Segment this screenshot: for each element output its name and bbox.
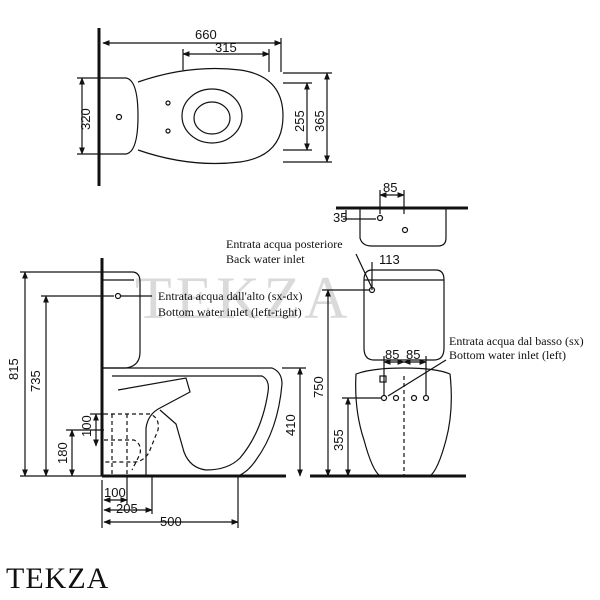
dim-180: 180 [55,442,70,464]
top-view [77,28,332,186]
inlet-hole [115,113,123,121]
dim-410: 410 [283,414,298,436]
outlet-wall-dashed [104,439,141,471]
dim-100-horizontal: 100 [104,485,126,500]
seat-fixing-hole [165,128,171,134]
dim-85: 85 [383,180,397,195]
fixing-hole [410,394,418,402]
trap-way [117,377,191,476]
seat-fixing-hole [165,100,171,106]
inlet-hole [401,226,409,234]
inlet-hole [376,214,384,222]
outlet-floor-dashed [104,413,159,463]
dim-113: 113 [379,252,400,267]
fixing-hole [380,394,388,402]
seat-rim [181,88,243,144]
tank-outline [102,271,141,369]
note-bottom-inlet-en: Bottom water inlet (left) [449,348,566,362]
side-view [20,258,306,528]
fixing-hole [392,394,400,402]
tank-outline [363,269,445,361]
brand-logo-text: TEKZA [6,562,110,595]
dim-815: 815 [6,358,21,380]
dim-365: 365 [312,110,327,132]
dim-500: 500 [160,514,182,529]
dim-750: 750 [311,376,326,398]
dim-320: 320 [78,108,93,130]
tank-outline [99,77,139,155]
inlet-view [336,190,468,247]
dim-660: 660 [195,27,217,42]
fixing-hole [422,394,430,402]
bowl-inner [112,375,269,471]
dim-315: 315 [215,40,237,55]
dim-355: 355 [331,429,346,451]
front-view [310,253,466,478]
dim-85-right: 85 [406,347,420,362]
note-top-inlet-it: Entrata acqua dall'alto (sx-dx) [158,289,302,303]
dim-205: 205 [116,501,138,516]
note-back-inlet-en: Back water inlet [226,252,305,266]
bottom-inlet [379,375,387,383]
watermark: TEKZA [135,265,352,331]
note-bottom-inlet-it: Entrata acqua dal basso (sx) [449,334,584,348]
note-top-inlet-en: Bottom water inlet (left-right) [158,305,302,319]
dim-100-vertical: 100 [79,415,94,437]
bowl-outline [102,367,283,477]
note-back-inlet-it: Entrata acqua posteriore [226,237,343,251]
dim-735: 735 [28,370,43,392]
tank-section [359,208,447,247]
bowl-outline [137,67,284,165]
dim-85-left: 85 [385,347,399,362]
bowl-body [355,367,452,477]
bowl-opening [193,101,231,135]
dim-35: 35 [333,210,347,225]
dim-255: 255 [292,110,307,132]
inlet-hole [114,292,122,300]
